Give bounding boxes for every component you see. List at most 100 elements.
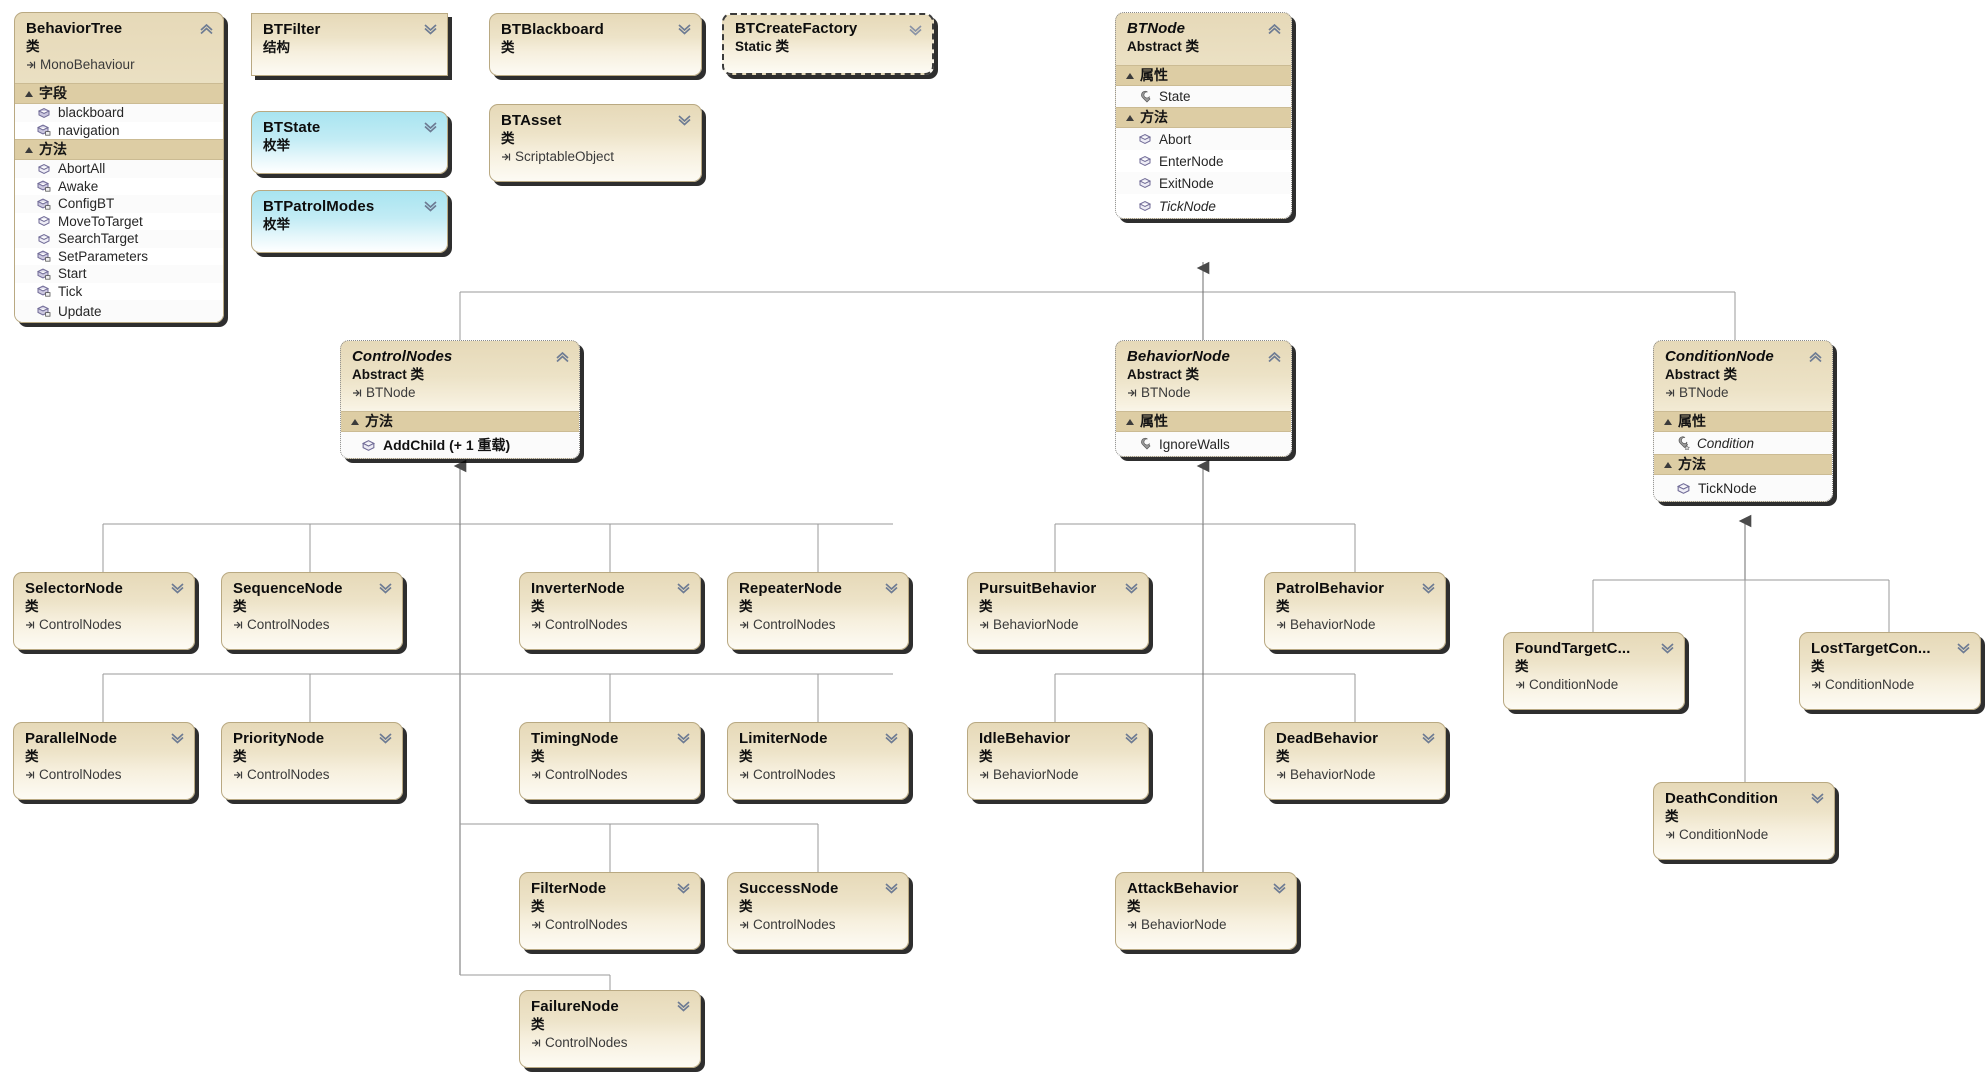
member-row[interactable]: navigation bbox=[15, 121, 223, 139]
chevron-down-icon[interactable] bbox=[170, 732, 185, 745]
class-box-idlebehavior[interactable]: IdleBehavior 类 BehaviorNode bbox=[967, 722, 1149, 800]
class-title: BTAsset bbox=[501, 112, 562, 129]
section-header-methods[interactable]: 方法 bbox=[341, 411, 579, 432]
section-header-methods[interactable]: 方法 bbox=[1654, 454, 1832, 475]
member-row[interactable]: blackboard bbox=[15, 104, 223, 122]
class-box-btasset[interactable]: BTAsset 类 ScriptableObject bbox=[489, 104, 702, 182]
member-row[interactable]: AbortAll bbox=[15, 160, 223, 178]
member-row[interactable]: TickNode bbox=[1654, 475, 1832, 501]
class-box-selectornode[interactable]: SelectorNode 类 ControlNodes bbox=[13, 572, 195, 650]
class-box-btblackboard[interactable]: BTBlackboard 类 bbox=[489, 13, 702, 76]
chevron-down-icon[interactable] bbox=[1421, 582, 1436, 595]
member-row[interactable]: TickNode bbox=[1116, 194, 1291, 218]
class-box-sequencenode[interactable]: SequenceNode 类 ControlNodes bbox=[221, 572, 403, 650]
member-row[interactable]: SearchTarget bbox=[15, 230, 223, 248]
class-box-limiternode[interactable]: LimiterNode 类 ControlNodes bbox=[727, 722, 909, 800]
class-box-filternode[interactable]: FilterNode 类 ControlNodes bbox=[519, 872, 701, 950]
chevron-down-icon[interactable] bbox=[378, 582, 393, 595]
method-icon bbox=[37, 163, 51, 174]
chevron-down-icon[interactable] bbox=[884, 732, 899, 745]
class-box-timingnode[interactable]: TimingNode 类 ControlNodes bbox=[519, 722, 701, 800]
chevron-down-icon[interactable] bbox=[1421, 732, 1436, 745]
chevron-down-icon[interactable] bbox=[884, 582, 899, 595]
member-row[interactable]: Abort bbox=[1116, 128, 1291, 150]
class-title: PriorityNode bbox=[233, 730, 325, 747]
chevron-down-icon[interactable] bbox=[676, 582, 691, 595]
class-box-patrolbehavior[interactable]: PatrolBehavior 类 BehaviorNode bbox=[1264, 572, 1446, 650]
section-header-methods[interactable]: 方法 bbox=[1116, 107, 1291, 128]
chevron-down-icon[interactable] bbox=[1272, 882, 1287, 895]
chevron-down-icon[interactable] bbox=[676, 732, 691, 745]
section-header-properties[interactable]: 属性 bbox=[1116, 411, 1291, 432]
class-box-deadbehavior[interactable]: DeadBehavior 类 BehaviorNode bbox=[1264, 722, 1446, 800]
chevron-down-icon[interactable] bbox=[908, 24, 923, 37]
member-row[interactable]: Condition bbox=[1654, 432, 1832, 454]
class-box-repeaternode[interactable]: RepeaterNode 类 ControlNodes bbox=[727, 572, 909, 650]
class-box-btcreatefactory[interactable]: BTCreateFactory Static 类 bbox=[722, 13, 934, 75]
chevron-down-icon[interactable] bbox=[1660, 642, 1675, 655]
member-row[interactable]: SetParameters bbox=[15, 247, 223, 265]
member-row[interactable]: Update bbox=[15, 300, 223, 322]
chevron-down-icon[interactable] bbox=[423, 200, 438, 213]
chevron-down-icon[interactable] bbox=[1124, 582, 1139, 595]
member-row[interactable]: Tick bbox=[15, 282, 223, 300]
chevron-up-icon[interactable] bbox=[1267, 350, 1282, 363]
section-header-fields[interactable]: 字段 bbox=[15, 83, 223, 104]
class-kind: Abstract 类 bbox=[1127, 367, 1200, 382]
class-box-btnode[interactable]: BTNode Abstract 类 属性 State 方法 Abort Ente… bbox=[1115, 12, 1292, 219]
class-box-inverternode[interactable]: InverterNode 类 ControlNodes bbox=[519, 572, 701, 650]
member-row[interactable]: MoveToTarget bbox=[15, 212, 223, 230]
class-box-successnode[interactable]: SuccessNode 类 ControlNodes bbox=[727, 872, 909, 950]
member-row[interactable]: AddChild (+ 1 重载) bbox=[341, 432, 579, 458]
chevron-up-icon[interactable] bbox=[1267, 22, 1282, 35]
member-row[interactable]: ExitNode bbox=[1116, 172, 1291, 194]
class-title: IdleBehavior bbox=[979, 730, 1071, 747]
section-header-properties[interactable]: 属性 bbox=[1654, 411, 1832, 432]
chevron-down-icon[interactable] bbox=[676, 882, 691, 895]
chevron-up-icon[interactable] bbox=[199, 22, 214, 35]
class-box-pursuitbehavior[interactable]: PursuitBehavior 类 BehaviorNode bbox=[967, 572, 1149, 650]
chevron-down-icon[interactable] bbox=[677, 114, 692, 127]
chevron-down-icon[interactable] bbox=[378, 732, 393, 745]
chevron-down-icon[interactable] bbox=[677, 23, 692, 36]
class-kind: 结构 bbox=[263, 40, 290, 55]
class-base: ControlNodes bbox=[739, 916, 897, 933]
chevron-down-icon[interactable] bbox=[423, 121, 438, 134]
class-box-losttargetcondition[interactable]: LostTargetCon... 类 ConditionNode bbox=[1799, 632, 1981, 710]
chevron-up-icon[interactable] bbox=[555, 350, 570, 363]
class-box-btpatrolmodes[interactable]: BTPatrolModes 枚举 bbox=[251, 190, 448, 253]
member-row[interactable]: Awake bbox=[15, 177, 223, 195]
class-box-controlnodes[interactable]: ControlNodes Abstract 类 BTNode 方法 AddChi… bbox=[340, 340, 580, 459]
class-box-attackbehavior[interactable]: AttackBehavior 类 BehaviorNode bbox=[1115, 872, 1297, 950]
section-header-methods[interactable]: 方法 bbox=[15, 139, 223, 160]
chevron-down-icon[interactable] bbox=[1124, 732, 1139, 745]
class-box-failurenode[interactable]: FailureNode 类 ControlNodes bbox=[519, 990, 701, 1068]
chevron-down-icon[interactable] bbox=[1956, 642, 1971, 655]
chevron-down-icon[interactable] bbox=[423, 23, 438, 36]
member-row[interactable]: State bbox=[1116, 86, 1291, 107]
class-box-behaviornode[interactable]: BehaviorNode Abstract 类 BTNode 属性 Ignore… bbox=[1115, 340, 1292, 457]
class-kind: 类 bbox=[531, 599, 545, 614]
member-row[interactable]: Start bbox=[15, 265, 223, 283]
member-row[interactable]: EnterNode bbox=[1116, 150, 1291, 172]
class-box-conditionnode[interactable]: ConditionNode Abstract 类 BTNode 属性 Condi… bbox=[1653, 340, 1833, 502]
class-box-parallelnode[interactable]: ParallelNode 类 ControlNodes bbox=[13, 722, 195, 800]
class-header: FoundTargetC... 类 ConditionNode bbox=[1504, 633, 1684, 702]
member-row[interactable]: IgnoreWalls bbox=[1116, 432, 1291, 456]
class-box-btstate[interactable]: BTState 枚举 bbox=[251, 111, 448, 174]
chevron-down-icon[interactable] bbox=[170, 582, 185, 595]
section-header-properties[interactable]: 属性 bbox=[1116, 65, 1291, 86]
class-box-behaviortree[interactable]: BehaviorTree 类 MonoBehaviour 字段 blackboa… bbox=[14, 12, 224, 323]
class-box-prioritynode[interactable]: PriorityNode 类 ControlNodes bbox=[221, 722, 403, 800]
chevron-down-icon[interactable] bbox=[676, 1000, 691, 1013]
chevron-down-icon[interactable] bbox=[884, 882, 899, 895]
class-box-deathcondition[interactable]: DeathCondition 类 ConditionNode bbox=[1653, 782, 1835, 860]
class-box-btfilter[interactable]: BTFilter 结构 bbox=[251, 13, 448, 76]
chevron-down-icon[interactable] bbox=[1810, 792, 1825, 805]
class-header: RepeaterNode 类 ControlNodes bbox=[728, 573, 908, 642]
class-box-foundtargetcondition[interactable]: FoundTargetC... 类 ConditionNode bbox=[1503, 632, 1685, 710]
chevron-up-icon[interactable] bbox=[1808, 350, 1823, 363]
member-row[interactable]: ConfigBT bbox=[15, 195, 223, 213]
inherit-arrow-icon bbox=[234, 771, 243, 779]
class-title: PursuitBehavior bbox=[979, 580, 1097, 597]
